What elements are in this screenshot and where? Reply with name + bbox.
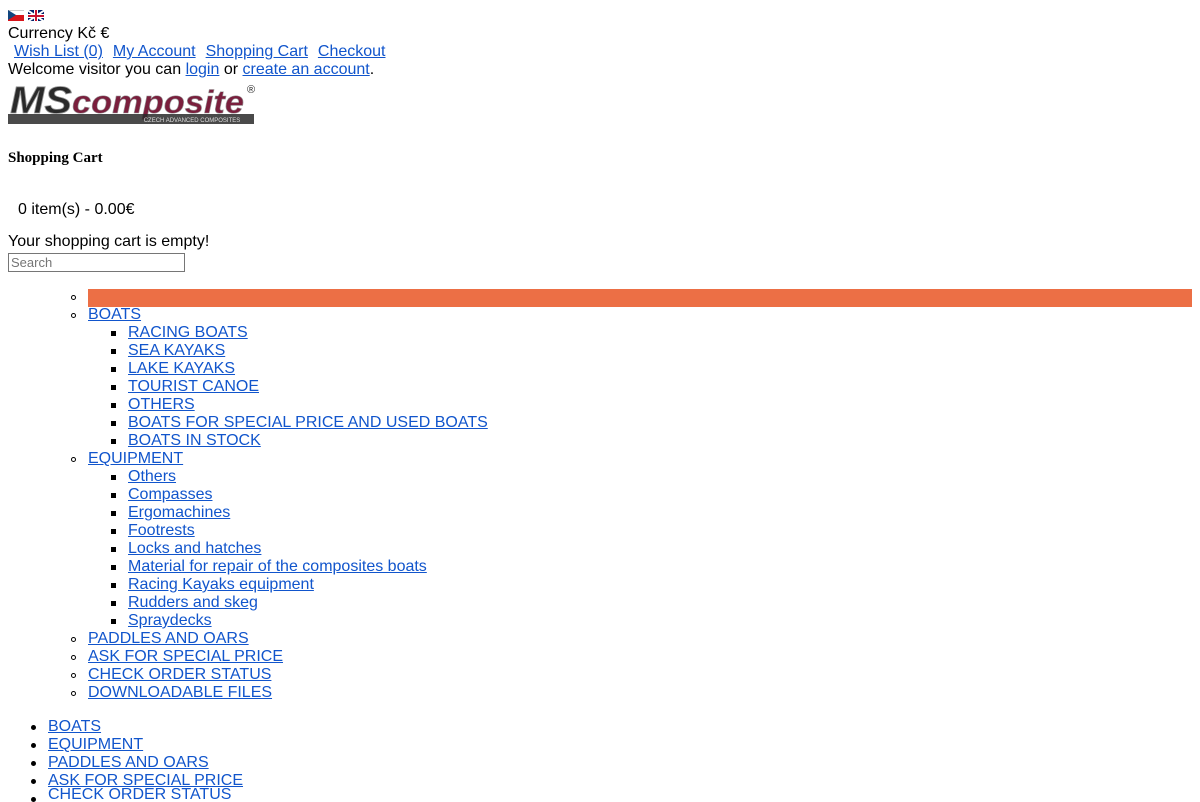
currency-selector: Currency Kč € (8, 25, 109, 43)
currency-czk[interactable]: Kč (77, 25, 97, 42)
submenu-bullet (111, 367, 116, 372)
create-account-link[interactable]: create an account (242, 61, 370, 78)
uk-flag-icon[interactable] (28, 10, 44, 21)
menu-bullet (71, 637, 76, 642)
menu-check-order-status[interactable]: CHECK ORDER STATUS (88, 666, 272, 683)
welcome-or: or (223, 61, 239, 78)
menu-ergomachines[interactable]: Ergomachines (128, 504, 231, 521)
submenu-bullet (111, 583, 116, 588)
logo-tagline: CZECH ADVANCED COMPOSITES (144, 118, 241, 124)
menu-bullet (71, 673, 76, 678)
submenu-bullet (111, 547, 116, 552)
shopping-cart-heading: Shopping Cart (8, 150, 103, 166)
menu-locks-and-hatches[interactable]: Locks and hatches (128, 540, 262, 557)
submenu-bullet (111, 403, 116, 408)
submenu-bullet (111, 475, 116, 480)
menu-equipment-others[interactable]: Others (128, 468, 177, 485)
submenu-bullet (111, 493, 116, 498)
currency-eur[interactable]: € (100, 25, 110, 42)
my-account-link[interactable]: My Account (112, 43, 196, 60)
bottom-menu-bullet (31, 743, 36, 748)
bottom-menu-check-order-status[interactable]: CHECK ORDER STATUS (48, 786, 232, 800)
submenu-bullet (111, 565, 116, 570)
menu-racing-boats[interactable]: RACING BOATS (128, 324, 248, 341)
logo-registered-mark: ® (247, 84, 255, 96)
welcome-message: Welcome visitor you can login or create … (8, 61, 374, 79)
menu-footrests[interactable]: Footrests (128, 522, 195, 539)
menu-spraydecks[interactable]: Spraydecks (128, 612, 212, 629)
menu-tourist-canoe[interactable]: TOURIST CANOE (128, 378, 259, 395)
logo-tagline-bar (8, 114, 254, 124)
menu-ask-special-price[interactable]: ASK FOR SPECIAL PRICE (88, 648, 284, 665)
currency-label: Currency (8, 25, 73, 42)
search-input[interactable] (8, 253, 185, 272)
menu-rudders-and-skeg[interactable]: Rudders and skeg (128, 594, 258, 611)
menu-bullet (71, 313, 76, 318)
submenu-bullet (111, 421, 116, 426)
menu-boats-in-stock[interactable]: BOATS IN STOCK (128, 432, 261, 449)
bottom-menu-ask-special-price[interactable]: ASK FOR SPECIAL PRICE (48, 772, 244, 789)
menu-boats[interactable]: BOATS (88, 306, 142, 323)
menu-special-price-used-boats[interactable]: BOATS FOR SPECIAL PRICE AND USED BOATS (128, 414, 488, 431)
menu-highlight-bar (88, 289, 1192, 307)
submenu-bullet (111, 439, 116, 444)
bottom-menu-boats[interactable]: BOATS (48, 718, 102, 735)
menu-bullet (71, 655, 76, 660)
bottom-menu-bullet (31, 761, 36, 766)
top-navigation: Wish List (0) My Account Shopping Cart Chec… (14, 43, 396, 61)
menu-others-boats[interactable]: OTHERS (128, 396, 195, 413)
submenu-bullet (111, 349, 116, 354)
cart-empty-message: Your shopping cart is empty! (8, 233, 210, 250)
submenu-bullet (111, 619, 116, 624)
menu-repair-material[interactable]: Material for repair of the composites bo… (128, 558, 427, 575)
bottom-menu-equipment[interactable]: EQUIPMENT (48, 736, 144, 753)
ms-composite-logo[interactable]: MS composite ® CZECH ADVANCED COMPOSITES (8, 80, 258, 126)
menu-paddles-and-oars[interactable]: PADDLES AND OARS (88, 630, 249, 647)
welcome-text: Welcome visitor you can (8, 61, 182, 78)
wishlist-link[interactable]: Wish List (0) (14, 43, 103, 60)
cart-summary[interactable]: 0 item(s) - 0.00€ (18, 201, 135, 218)
login-link[interactable]: login (185, 61, 220, 78)
menu-bullet (71, 295, 76, 300)
welcome-suffix: . (369, 61, 375, 78)
menu-lake-kayaks[interactable]: LAKE KAYAKS (128, 360, 236, 377)
checkout-link[interactable]: Checkout (317, 43, 386, 60)
menu-compasses[interactable]: Compasses (128, 486, 213, 503)
submenu-bullet (111, 385, 116, 390)
bottom-menu-paddles-and-oars[interactable]: PADDLES AND OARS (48, 754, 209, 771)
menu-racing-kayaks-equipment[interactable]: Racing Kayaks equipment (128, 576, 314, 593)
menu-bullet (71, 457, 76, 462)
menu-downloadable-files[interactable]: DOWNLOADABLE FILES (88, 684, 273, 701)
submenu-bullet (111, 601, 116, 606)
menu-equipment[interactable]: EQUIPMENT (88, 450, 184, 467)
submenu-bullet (111, 529, 116, 534)
czech-flag-icon[interactable] (8, 10, 24, 21)
shopping-cart-link[interactable]: Shopping Cart (205, 43, 308, 60)
submenu-bullet (111, 511, 116, 516)
submenu-bullet (111, 331, 116, 336)
menu-bullet (71, 691, 76, 696)
bottom-menu-bullet (31, 725, 36, 730)
menu-sea-kayaks[interactable]: SEA KAYAKS (128, 342, 226, 359)
bottom-menu-bullet (31, 779, 36, 784)
